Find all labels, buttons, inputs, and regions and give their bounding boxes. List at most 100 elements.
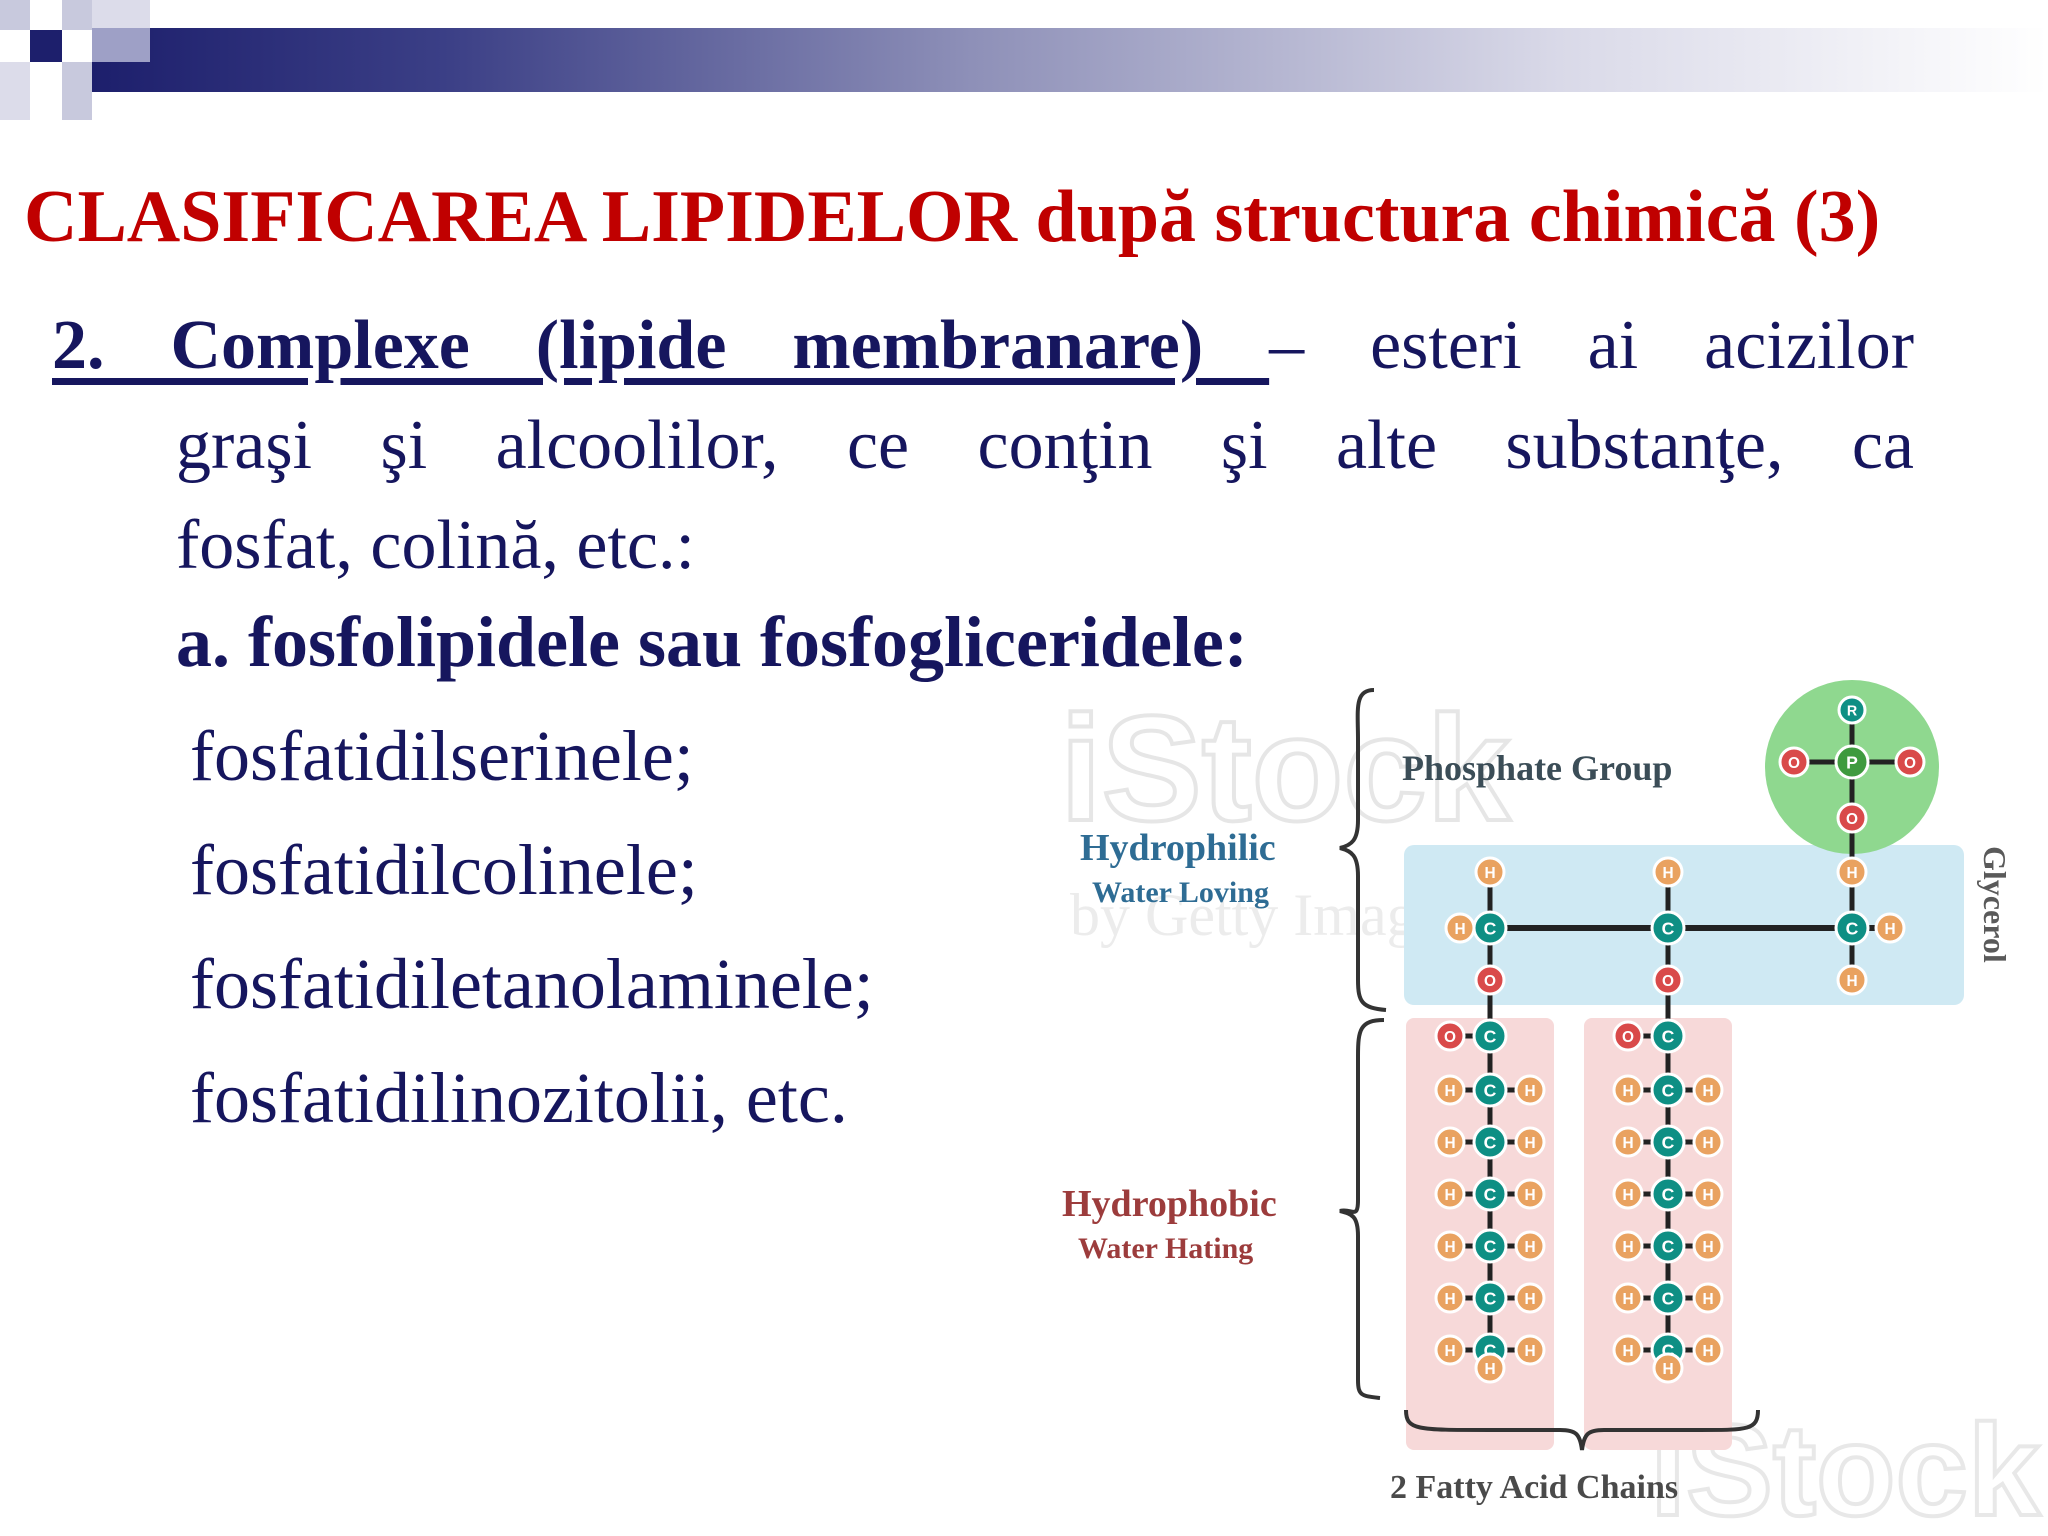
svg-text:H: H <box>1702 1135 1713 1152</box>
hydrogen-atom: H <box>1474 1352 1506 1384</box>
carbon-atom: C <box>1472 1124 1508 1160</box>
svg-text:C: C <box>1662 919 1675 939</box>
svg-text:H: H <box>1702 1083 1713 1100</box>
carbon-atom: C <box>1472 1280 1508 1316</box>
svg-text:H: H <box>1454 921 1465 938</box>
carbon-atom: C <box>1650 1228 1686 1264</box>
intro-line-1: 2. Complexe (lipide membranare) – esteri… <box>52 296 1914 396</box>
svg-text:C: C <box>1484 1289 1497 1309</box>
svg-text:R: R <box>1847 703 1858 719</box>
svg-text:H: H <box>1484 1361 1495 1378</box>
glycerol-label: Glycerol <box>1977 846 2013 963</box>
oxygen-atom: O <box>1836 802 1868 834</box>
carbon-atom: C <box>1472 1176 1508 1212</box>
hydrogen-atom: H <box>1652 1352 1684 1384</box>
svg-text:H: H <box>1524 1291 1535 1308</box>
hydrogen-atom: H <box>1612 1126 1644 1158</box>
carbon-atom: C <box>1650 1072 1686 1108</box>
svg-text:C: C <box>1662 1081 1675 1101</box>
carbon-atom: C <box>1650 910 1686 946</box>
carbon-atom: C <box>1834 910 1870 946</box>
svg-text:C: C <box>1662 1185 1675 1205</box>
hydrophobic-label: Hydrophobic <box>1062 1183 1277 1225</box>
phosphorus-atom: P <box>1834 744 1870 780</box>
svg-text:C: C <box>1484 1185 1497 1205</box>
hydrogen-atom: H <box>1514 1126 1546 1158</box>
subheading: a. fosfolipidele sau fosfogliceridele: <box>176 602 1248 682</box>
svg-text:H: H <box>1702 1291 1713 1308</box>
list-item: fosfatidiletanolaminele; <box>190 944 874 1024</box>
svg-text:H: H <box>1702 1187 1713 1204</box>
hydrogen-atom: H <box>1434 1178 1466 1210</box>
phosphate-group-label: Phosphate Group <box>1402 748 1672 788</box>
fatty-acid-brace <box>1404 1409 1760 1451</box>
hydrophobic-brace <box>1339 1018 1385 1400</box>
intro-line-1-rest: – esteri ai acizilor <box>1269 307 1915 384</box>
hydrophilic-label: Hydrophilic <box>1080 827 1276 869</box>
svg-text:H: H <box>1524 1343 1535 1360</box>
oxygen-atom: O <box>1778 746 1810 778</box>
hydrogen-atom: H <box>1434 1282 1466 1314</box>
hydrogen-atom: H <box>1612 1334 1644 1366</box>
svg-text:O: O <box>1484 973 1496 990</box>
svg-text:H: H <box>1444 1291 1455 1308</box>
list-item: fosfatidilserinele; <box>190 716 694 796</box>
oxygen-atom: O <box>1894 746 1926 778</box>
carbon-atom: C <box>1472 1228 1508 1264</box>
list-item: fosfatidilinozitolii, etc. <box>190 1058 848 1138</box>
svg-text:H: H <box>1662 1361 1673 1378</box>
svg-text:H: H <box>1702 1343 1713 1360</box>
carbon-atom: C <box>1472 910 1508 946</box>
svg-text:C: C <box>1662 1289 1675 1309</box>
svg-text:H: H <box>1524 1135 1535 1152</box>
hydrogen-atom: H <box>1474 856 1506 888</box>
hydrogen-atom: H <box>1434 1074 1466 1106</box>
svg-text:O: O <box>1788 755 1800 772</box>
carbon-atom: C <box>1650 1176 1686 1212</box>
phospholipid-diagram: iStock by Getty Images iStock Phosphate … <box>1040 680 2048 1536</box>
list-item: fosfatidilcolinele; <box>190 830 698 910</box>
svg-text:C: C <box>1484 919 1497 939</box>
oxygen-atom: O <box>1652 964 1684 996</box>
hydrogen-atom: H <box>1514 1230 1546 1262</box>
svg-text:C: C <box>1662 1133 1675 1153</box>
svg-text:H: H <box>1444 1239 1455 1256</box>
hydrogen-atom: H <box>1874 912 1906 944</box>
oxygen-atom: O <box>1474 964 1506 996</box>
svg-text:C: C <box>1846 919 1859 939</box>
carbon-atom: C <box>1472 1018 1508 1054</box>
svg-text:C: C <box>1484 1027 1497 1047</box>
hydrogen-atom: H <box>1652 856 1684 888</box>
header-gradient-bar <box>92 28 2048 92</box>
svg-text:C: C <box>1484 1133 1497 1153</box>
svg-text:H: H <box>1884 921 1895 938</box>
hydrogen-atom: H <box>1434 1126 1466 1158</box>
oxygen-atom: O <box>1434 1020 1466 1052</box>
hydrogen-atom: H <box>1692 1126 1724 1158</box>
svg-text:H: H <box>1622 1187 1633 1204</box>
svg-text:H: H <box>1662 865 1673 882</box>
svg-text:O: O <box>1662 973 1674 990</box>
hydrogen-atom: H <box>1692 1178 1724 1210</box>
slide-title: CLASIFICAREA LIPIDELOR după structura ch… <box>24 176 1881 258</box>
svg-text:H: H <box>1622 1135 1633 1152</box>
intro-line-2: graşi şi alcoolilor, ce conţin şi alte s… <box>176 407 1914 484</box>
svg-text:C: C <box>1662 1027 1675 1047</box>
hydrogen-atom: H <box>1612 1230 1644 1262</box>
svg-text:O: O <box>1904 755 1916 772</box>
fatty-acid-chains-label: 2 Fatty Acid Chains <box>1390 1469 1678 1506</box>
hydrogen-atom: H <box>1836 856 1868 888</box>
hydrogen-atom: H <box>1434 1334 1466 1366</box>
section-heading: 2. Complexe (lipide membranare) <box>52 307 1270 384</box>
hydrogen-atom: H <box>1692 1282 1724 1314</box>
watermark-subtext: by Getty Images <box>1070 882 1467 948</box>
r-group-atom: R <box>1837 695 1867 725</box>
svg-text:H: H <box>1846 973 1857 990</box>
svg-text:O: O <box>1622 1029 1634 1046</box>
hydrogen-atom: H <box>1836 964 1868 996</box>
svg-text:H: H <box>1846 865 1857 882</box>
svg-text:H: H <box>1622 1343 1633 1360</box>
svg-text:H: H <box>1444 1083 1455 1100</box>
oxygen-atom: O <box>1612 1020 1644 1052</box>
